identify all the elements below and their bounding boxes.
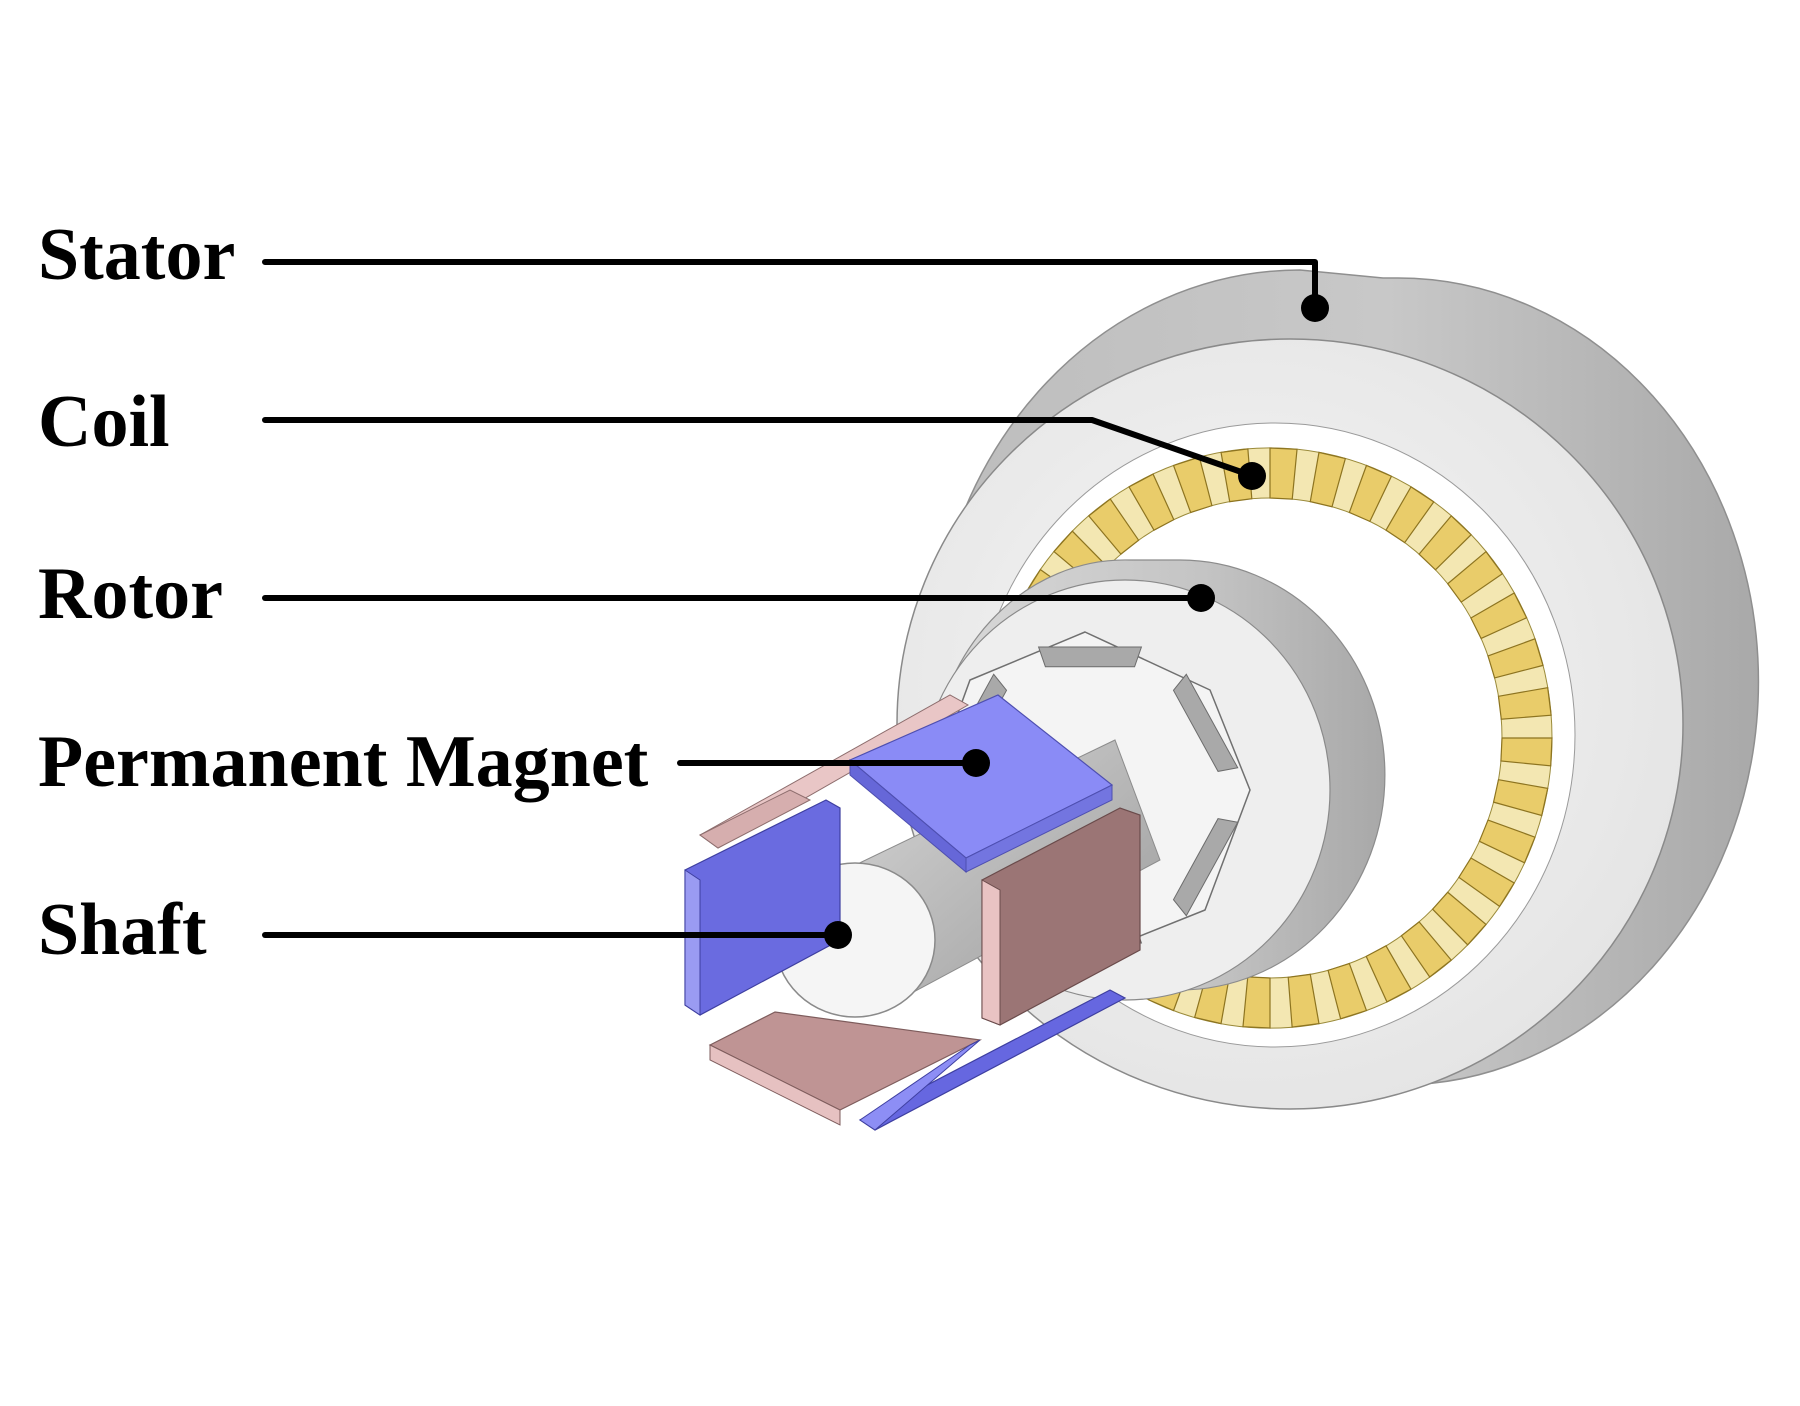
magnet-pink-bottom-edge — [709, 1044, 841, 1126]
coil-turn — [1478, 819, 1536, 864]
leader-line-stator — [262, 259, 1318, 308]
label-stator: Stator — [38, 214, 236, 296]
label-coil: Coil — [38, 381, 170, 463]
leader-dot-coil — [1238, 462, 1266, 490]
coil-turn — [1242, 976, 1271, 1029]
coil-turn — [1458, 857, 1516, 908]
permanent-magnets — [684, 694, 1141, 1131]
label-shaft: Shaft — [38, 889, 207, 971]
leader-dots — [824, 294, 1329, 949]
coil-turn — [1128, 473, 1175, 531]
rotor-slot — [1037, 646, 1143, 668]
coil-turn — [1348, 464, 1393, 523]
leader-lines — [262, 259, 1318, 938]
leader-dot-magnet — [962, 749, 990, 777]
label-permanent-magnet: Permanent Magnet — [38, 721, 649, 803]
magnet-pink-top-left-face — [699, 789, 812, 849]
coil-turn — [1269, 447, 1298, 500]
rotor-slot — [1172, 673, 1239, 772]
coil-turn — [1400, 921, 1453, 978]
leader-line-coil — [262, 417, 1253, 478]
coil-turn — [1327, 962, 1368, 1020]
rotor-slot — [1172, 818, 1239, 917]
coil-turn — [1418, 514, 1472, 571]
leader-dot-stator — [1301, 294, 1329, 322]
coil-turn — [1470, 592, 1528, 640]
coil-turn — [1087, 498, 1140, 555]
coil-turn — [1497, 686, 1552, 720]
magnet-blue-bottom-face — [859, 1039, 981, 1131]
coil-turn — [1446, 550, 1504, 603]
magnet-pink-right-edge — [981, 879, 1001, 1026]
magnet-blue-left-edge — [684, 869, 701, 1016]
coil-turn — [1492, 778, 1549, 817]
magnet-blue-top-edge-right — [965, 784, 1113, 873]
coil-turn — [1287, 973, 1320, 1028]
coil-turn — [1500, 737, 1553, 767]
label-rotor: Rotor — [38, 553, 223, 635]
coil-turn — [1385, 486, 1435, 544]
leader-dot-shaft — [824, 921, 852, 949]
coil-turn — [1309, 451, 1347, 508]
coil-turn — [1365, 945, 1412, 1003]
coil-turn — [1431, 891, 1487, 946]
leader-dot-rotor — [1187, 584, 1215, 612]
coil-turn — [1487, 638, 1544, 679]
